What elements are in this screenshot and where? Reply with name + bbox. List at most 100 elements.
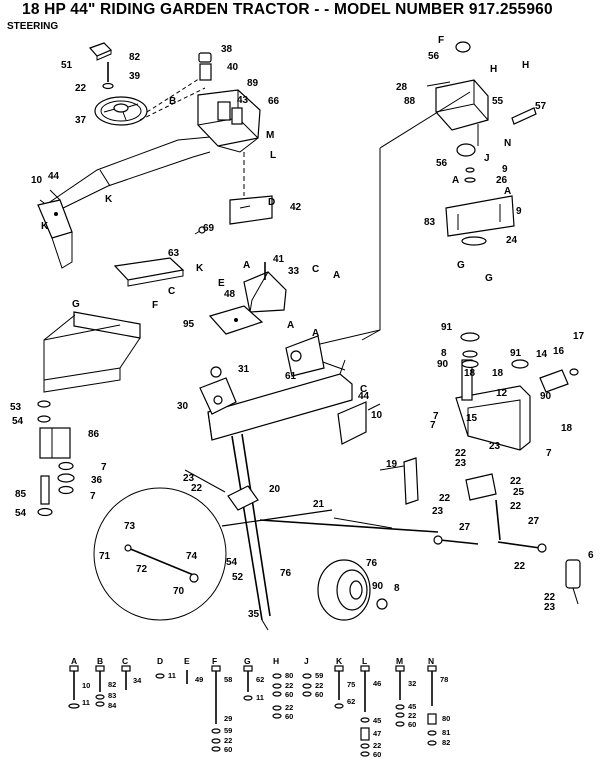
callout: 7 — [430, 420, 436, 431]
callout: 37 — [75, 115, 87, 126]
callout: 18 — [464, 368, 476, 379]
key-part: 22 — [224, 736, 232, 745]
callout: 85 — [15, 489, 27, 500]
key-letter: A — [71, 656, 77, 666]
key-part: 83 — [108, 691, 116, 700]
callout: 7 — [101, 462, 107, 473]
callout: 23 — [489, 441, 501, 452]
key-part: 81 — [442, 728, 450, 737]
callout: 88 — [404, 96, 416, 107]
callout: 66 — [268, 96, 280, 107]
front-wheel — [317, 559, 388, 621]
callout: 18 — [561, 423, 573, 434]
ref-letter: A — [333, 270, 340, 281]
callout: 52 — [232, 572, 244, 583]
callout: 8 — [441, 348, 447, 359]
callout: 16 — [553, 346, 565, 357]
callout: 54 — [12, 416, 24, 427]
callout: 17 — [573, 331, 585, 342]
callout: 22 — [510, 501, 522, 512]
hardware-group-d: D 11 — [155, 656, 176, 680]
section-subtitle: STEERING — [7, 21, 59, 32]
key-part: 45 — [373, 716, 381, 725]
key-part: 45 — [408, 702, 416, 711]
callout: 27 — [459, 522, 471, 533]
key-letter: F — [212, 656, 217, 666]
callout: 39 — [129, 71, 141, 82]
callout: 7 — [433, 411, 439, 422]
hardware-group-k: K 75 62 — [334, 656, 355, 709]
ref-letter: L — [270, 150, 276, 161]
key-part: 11 — [256, 693, 264, 702]
key-part: 84 — [108, 701, 117, 710]
steering-wheel — [94, 96, 148, 126]
ref-letter: G — [72, 299, 80, 310]
callout: 89 — [247, 78, 259, 89]
callout-numbers: 51 82 22 39 37 38 40 89 43 66 42 69 63 4… — [10, 44, 594, 620]
callout: 22 — [75, 83, 87, 94]
key-letter: K — [336, 656, 343, 666]
callout: 91 — [510, 348, 522, 359]
callout: 35 — [248, 609, 260, 620]
hardware-group-e: E 49 — [184, 656, 203, 684]
callout: 28 — [396, 82, 408, 93]
key-part: 49 — [195, 675, 203, 684]
callout: 83 — [424, 217, 436, 228]
ref-letter: A — [504, 186, 511, 197]
callout: 15 — [466, 413, 478, 424]
key-letter: E — [184, 656, 190, 666]
right-axle — [455, 359, 531, 451]
key-part: 60 — [224, 745, 232, 754]
hardware-group-j: J 59 22 60 — [302, 656, 323, 699]
callout: 12 — [496, 388, 508, 399]
callout: 44 — [48, 171, 60, 182]
callout: 55 — [492, 96, 504, 107]
callout: 33 — [288, 266, 300, 277]
callout: 90 — [437, 359, 449, 370]
key-part: 22 — [315, 681, 323, 690]
callout: 53 — [10, 402, 22, 413]
key-letter: H — [273, 656, 279, 666]
callout: 76 — [366, 558, 378, 569]
callout: 10 — [371, 410, 383, 421]
frame-rail — [43, 311, 141, 393]
key-part: 10 — [82, 681, 90, 690]
callout: 73 — [124, 521, 136, 532]
key-part: 47 — [373, 729, 381, 738]
ref-letter: B — [169, 96, 176, 107]
key-part: 60 — [373, 750, 381, 759]
key-part: 59 — [224, 726, 232, 735]
key-part: 22 — [285, 703, 293, 712]
key-part: 11 — [168, 671, 176, 680]
callout: 26 — [496, 175, 508, 186]
callout: 20 — [269, 484, 281, 495]
callout: 23 — [544, 602, 556, 613]
key-part: 22 — [408, 711, 416, 720]
callout: 40 — [227, 62, 239, 73]
callout: 63 — [168, 248, 180, 259]
key-part: 58 — [224, 675, 232, 684]
ref-letter: A — [243, 260, 250, 271]
key-letter: D — [157, 656, 163, 666]
callout: 19 — [386, 459, 398, 470]
key-part: 46 — [373, 679, 381, 688]
callout: 14 — [536, 349, 548, 360]
ref-letter: N — [504, 138, 511, 149]
key-part: 34 — [133, 676, 142, 685]
callout: 95 — [183, 319, 195, 330]
ref-letter: C — [360, 384, 367, 395]
callout: 9 — [516, 206, 522, 217]
key-part: 59 — [315, 671, 323, 680]
callout: 54 — [15, 508, 27, 519]
callout: 43 — [237, 95, 249, 106]
key-letter: G — [244, 656, 251, 666]
tie-rod — [433, 535, 547, 553]
callout: 9 — [502, 164, 508, 175]
callout: 57 — [535, 101, 547, 112]
callout: 36 — [91, 475, 103, 486]
callout: 82 — [129, 52, 141, 63]
hardware-group-g: G 62 11 — [243, 656, 264, 702]
left-bracket — [37, 199, 73, 269]
callout: 56 — [436, 158, 448, 169]
hardware-group-l: L 46 45 47 22 60 — [360, 656, 381, 759]
